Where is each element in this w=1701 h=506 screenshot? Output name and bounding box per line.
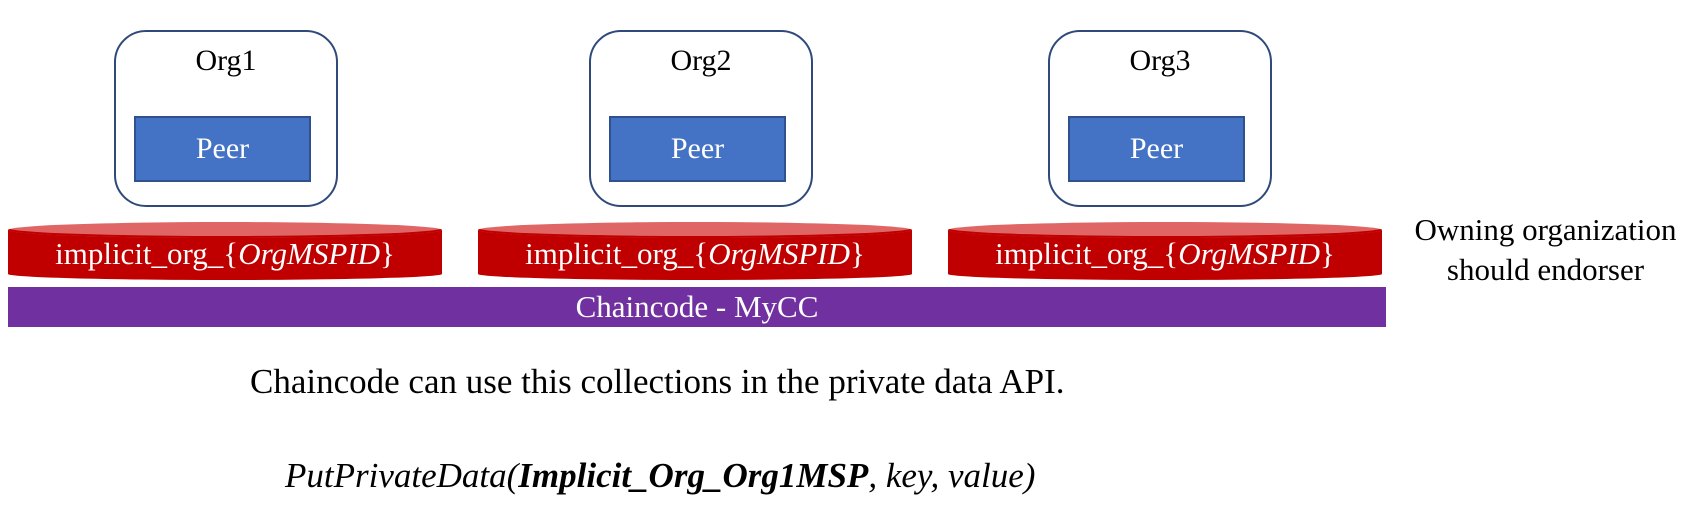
org1-peer: Peer <box>134 116 311 182</box>
org1-box: Org1 Peer <box>114 30 338 207</box>
org3-title: Org3 <box>1129 44 1191 77</box>
org1-title: Org1 <box>195 44 257 77</box>
collection-cylinder-3: implicit_org_{OrgMSPID} <box>948 222 1382 280</box>
org2-box: Org2 Peer <box>589 30 813 207</box>
api-example: PutPrivateData(Implicit_Org_Org1MSP, key… <box>285 456 1036 495</box>
collection-label-1: implicit_org_{OrgMSPID} <box>55 236 395 271</box>
endorsement-note: Owning organization should endorser <box>1414 212 1677 287</box>
collection-label-2: implicit_org_{OrgMSPID} <box>525 236 865 271</box>
org3-box: Org3 Peer <box>1048 30 1272 207</box>
collection-label-3: implicit_org_{OrgMSPID} <box>995 236 1335 271</box>
org2-peer: Peer <box>609 116 786 182</box>
caption-text: Chaincode can use this collections in th… <box>250 362 1065 401</box>
org2-title: Org2 <box>670 44 732 77</box>
org3-peer: Peer <box>1068 116 1245 182</box>
chaincode-bar: Chaincode - MyCC <box>8 287 1386 327</box>
collection-cylinder-2: implicit_org_{OrgMSPID} <box>478 222 912 280</box>
collection-cylinder-1: implicit_org_{OrgMSPID} <box>8 222 442 280</box>
